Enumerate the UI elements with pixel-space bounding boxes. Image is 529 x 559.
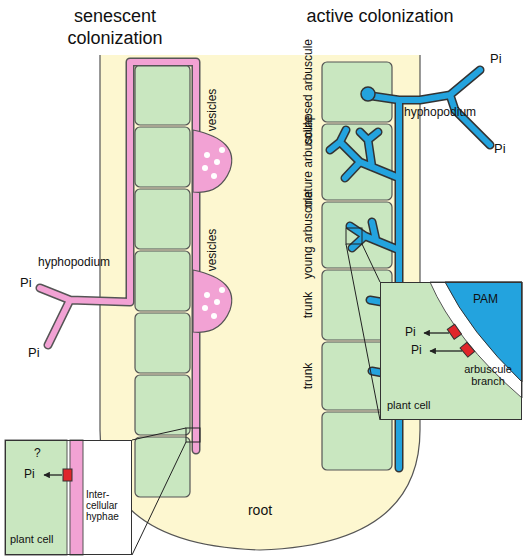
node-text: ? <box>34 447 48 460</box>
nutrient-label: Pi <box>494 142 518 156</box>
stage-label: trunk <box>302 363 315 390</box>
inset-left-art <box>5 440 132 555</box>
inset-box: Pi? plant cell Inter-cellular hyphae <box>5 440 132 555</box>
node-text: Pi <box>24 468 48 481</box>
node-text: arbuscule branch <box>455 363 521 387</box>
callout-leaders <box>132 228 380 555</box>
panel-heading: senescent colonization <box>40 6 190 49</box>
inset-right-art <box>380 282 522 420</box>
node-text: PAM <box>473 293 513 306</box>
structure-label: vesicles <box>206 229 219 272</box>
node-text: Pi <box>405 326 427 339</box>
node-text: Inter-cellular hyphae <box>86 489 132 522</box>
panel-heading: active colonization <box>305 6 455 28</box>
structure-label: hyphopodium <box>404 106 494 119</box>
node-text: plant cell <box>387 399 457 411</box>
plant-cells-left <box>135 65 190 497</box>
structure-label: vesicles <box>206 89 219 132</box>
stage-label: trunk <box>302 292 315 319</box>
nutrient-label: Pi <box>20 276 44 290</box>
node-text: root <box>230 503 290 518</box>
vesicles <box>193 130 232 332</box>
inset-box: PAMPiPiplant cellarbuscule branch <box>380 282 522 420</box>
root-region: root <box>100 55 420 550</box>
node-text: Pi <box>411 344 433 357</box>
nutrient-label: Pi <box>490 52 514 66</box>
node-text: plant cell <box>10 533 70 545</box>
structure-label: hyphopodium <box>38 256 128 269</box>
stage-label: young arbuscule <box>302 191 315 279</box>
nutrient-label: Pi <box>28 346 52 360</box>
